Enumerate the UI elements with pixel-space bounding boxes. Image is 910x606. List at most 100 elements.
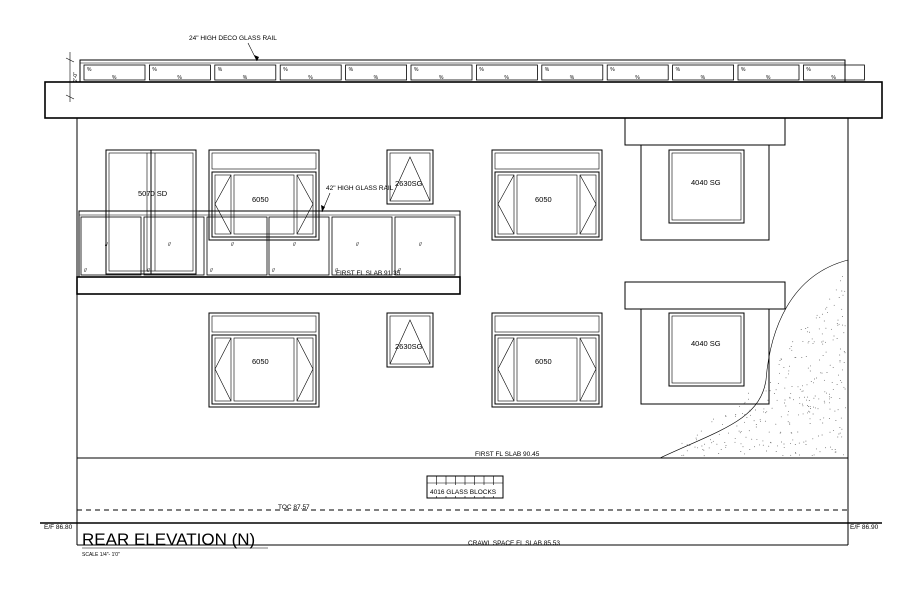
deco-rail-glass-mark: % — [545, 67, 550, 73]
stipple-dot — [822, 355, 824, 357]
balcony-rail-glass-mark: // — [147, 268, 150, 274]
stipple-dot — [842, 275, 843, 277]
stipple-dot — [716, 443, 718, 445]
stipple-dot — [829, 431, 831, 433]
window-5070-sd-label: 5070 SD — [138, 189, 168, 198]
stipple-dot — [837, 319, 839, 321]
window-6050-lower-right-label: 6050 — [535, 357, 552, 366]
stipple-dot — [806, 384, 808, 386]
stipple-dot — [701, 445, 703, 447]
stipple-dot — [826, 372, 828, 373]
stipple-dot — [797, 386, 799, 388]
stipple-dot — [818, 398, 820, 400]
stipple-dot — [775, 451, 777, 452]
stipple-dot — [836, 323, 838, 324]
window-6050-lower-left: 6050 — [208, 312, 320, 408]
stipple-dot — [798, 454, 800, 456]
window-2630sg-upper-label: 2630SG — [395, 179, 423, 188]
stipple-dot — [834, 451, 836, 453]
stipple-dot — [812, 413, 814, 415]
stipple-dot — [822, 340, 824, 342]
stipple-dot — [814, 407, 816, 409]
stipple-dot — [825, 351, 827, 353]
stipple-dot — [792, 341, 794, 343]
deco-rail-glass-mark: % — [374, 75, 379, 81]
stipple-dot — [802, 340, 804, 342]
stipple-dot — [785, 377, 787, 379]
stipple-dot — [837, 409, 839, 411]
stipple-dot — [700, 439, 702, 441]
deco-rail-glass-mark: % — [414, 67, 419, 73]
balcony-rail-panel — [143, 216, 205, 276]
stipple-dot — [789, 397, 791, 399]
glass-rail-arrow — [321, 205, 325, 212]
stipple-dot — [768, 445, 770, 447]
stipple-dot — [829, 398, 831, 400]
deco-rail-glass-mark: % — [741, 67, 746, 73]
stipple-dot — [844, 290, 846, 292]
deco-rail-glass-mark: % — [218, 67, 223, 73]
stipple-dot — [749, 409, 751, 411]
stipple-dot — [779, 432, 781, 434]
stipple-dot — [735, 414, 737, 415]
deco-rail-glass-mark: % — [766, 75, 771, 81]
stipple-dot — [844, 325, 846, 327]
drawing-title: REAR ELEVATION (N) — [82, 530, 255, 549]
stipple-dot — [734, 437, 736, 439]
stipple-dot — [744, 414, 746, 416]
stipple-dot — [711, 421, 713, 423]
stipple-dot — [759, 419, 761, 421]
stipple-dot — [760, 420, 762, 422]
balcony-slab — [76, 276, 461, 295]
stipple-dot — [789, 423, 791, 425]
stipple-dot — [809, 418, 811, 420]
stipple-dot — [826, 306, 828, 308]
stipple-dot — [766, 450, 767, 452]
stipple-dot — [797, 431, 799, 433]
deco-rail-panel — [672, 64, 734, 81]
stipple-dot — [791, 386, 793, 388]
stipple-dot — [839, 398, 841, 400]
stipple-dot — [771, 407, 773, 409]
stipple-dot — [763, 411, 765, 413]
stipple-dot — [839, 432, 841, 434]
deco-rail-panel — [803, 64, 865, 81]
deco-rail-glass-mark: % — [243, 75, 248, 81]
deco-rail-glass-mark: % — [87, 67, 92, 73]
stipple-dot — [720, 449, 722, 451]
stipple-dot — [813, 454, 815, 456]
stipple-dot — [790, 442, 792, 444]
stipple-dot — [841, 381, 843, 383]
stipple-dot — [809, 370, 811, 372]
stipple-dot — [767, 399, 769, 401]
landscape-hatch-outline — [659, 259, 849, 459]
stipple-dot — [755, 426, 757, 428]
stipple-dot — [819, 451, 821, 453]
stipple-dot — [681, 455, 683, 457]
stipple-dot — [828, 418, 830, 420]
deco-rail-label: 24" HIGH DECO GLASS RAIL — [189, 35, 277, 42]
stipple-dot — [814, 395, 816, 397]
stipple-dot — [807, 367, 809, 369]
balcony-rail-glass-mark: // — [272, 268, 275, 274]
deco-rail-panel — [214, 64, 277, 81]
stipple-dot — [828, 396, 830, 398]
stipple-dot — [801, 403, 803, 405]
stipple-dot — [804, 396, 805, 398]
stipple-dot — [787, 421, 789, 423]
stipple-dot — [821, 341, 823, 343]
stipple-dot — [813, 397, 815, 399]
deco-rail-glass-mark: % — [112, 75, 117, 81]
stipple-dot — [762, 444, 764, 446]
stipple-dot — [742, 412, 744, 414]
stipple-dot — [816, 377, 818, 379]
stipple-dot — [798, 442, 800, 444]
deco-rail-glass-mark: % — [439, 75, 444, 81]
stipple-dot — [725, 445, 727, 447]
stipple-dot — [829, 393, 830, 395]
stipple-dot — [748, 430, 750, 432]
stipple-dot — [827, 311, 828, 313]
deco-rail-panel — [410, 64, 473, 81]
stipple-dot — [806, 399, 807, 401]
stipple-dot — [817, 408, 819, 410]
